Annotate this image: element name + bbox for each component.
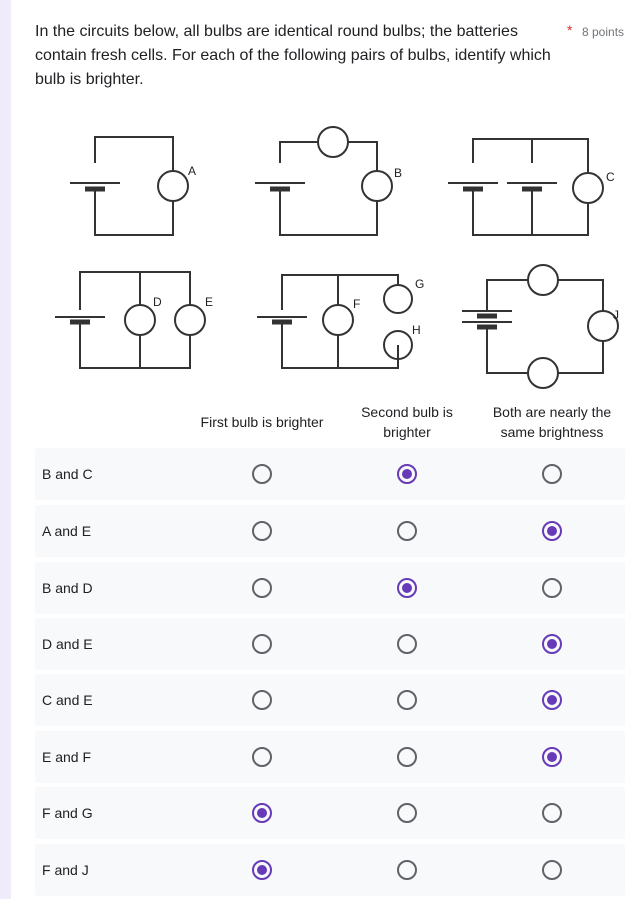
grid-row: B and D — [35, 562, 625, 614]
required-marker: * — [567, 22, 573, 38]
radio-second[interactable] — [397, 578, 417, 598]
radio-second[interactable] — [397, 634, 417, 654]
bulb-label-c: C — [606, 170, 615, 184]
circuit-j — [462, 264, 619, 389]
grid-row: A and E — [35, 505, 625, 557]
bulb-d — [124, 304, 156, 336]
bulb-g — [383, 284, 413, 314]
column-header-same: Both are nearly the same brightness — [492, 404, 612, 440]
row-label: D and E — [42, 636, 93, 652]
grid-row: B and C — [35, 448, 625, 500]
bulb-label-h: H — [412, 323, 421, 337]
row-label: F and G — [42, 805, 93, 821]
radio-same[interactable] — [542, 803, 562, 823]
grid-row: F and G — [35, 787, 625, 839]
radio-first[interactable] — [252, 464, 272, 484]
bulb-label-d: D — [153, 295, 162, 309]
radio-first[interactable] — [252, 521, 272, 541]
bulb-b — [361, 170, 393, 202]
row-label: E and F — [42, 749, 92, 765]
bulb-c — [572, 172, 604, 204]
radio-same[interactable] — [542, 747, 562, 767]
bulb-j-bottom — [527, 357, 559, 389]
radio-same[interactable] — [542, 464, 562, 484]
row-label: A and E — [42, 523, 92, 539]
radio-second[interactable] — [397, 803, 417, 823]
radio-second[interactable] — [397, 690, 417, 710]
radio-first[interactable] — [252, 690, 272, 710]
row-label: F and J — [42, 862, 89, 878]
row-label: B and C — [42, 466, 93, 482]
question-title: In the circuits below, all bulbs are ide… — [35, 23, 551, 88]
radio-first[interactable] — [252, 860, 272, 880]
bulb-j-top — [527, 264, 559, 296]
column-header-second: Second bulb is brighter — [361, 404, 453, 440]
circuit-a — [70, 136, 189, 236]
radio-same[interactable] — [542, 521, 562, 541]
bulb-j — [587, 310, 619, 342]
radio-second[interactable] — [397, 521, 417, 541]
radio-first[interactable] — [252, 578, 272, 598]
circuit-diagrams-image: A B C D E F G H J — [55, 126, 619, 389]
bulb-label-e: E — [205, 295, 213, 309]
radio-first[interactable] — [252, 634, 272, 654]
column-header-first: First bulb is brighter — [200, 414, 324, 430]
bulb-b-top — [317, 126, 349, 158]
grid-row: E and F — [35, 731, 625, 783]
bulb-f — [322, 304, 354, 336]
radio-same[interactable] — [542, 578, 562, 598]
radio-first[interactable] — [252, 747, 272, 767]
bulb-label-f: F — [353, 297, 360, 311]
radio-first[interactable] — [252, 803, 272, 823]
form-left-accent — [0, 0, 11, 899]
grid-row: C and E — [35, 674, 625, 726]
radio-same[interactable] — [542, 690, 562, 710]
circuit-c — [448, 138, 604, 236]
row-label: C and E — [42, 692, 93, 708]
grid-row: F and J — [35, 844, 625, 896]
bulb-label-g: G — [415, 277, 424, 291]
radio-second[interactable] — [397, 747, 417, 767]
grid-row: D and E — [35, 618, 625, 670]
circuit-de — [55, 271, 206, 369]
radio-same[interactable] — [542, 634, 562, 654]
circuit-b — [255, 126, 393, 236]
circuit-fgh — [257, 274, 413, 369]
radio-same[interactable] — [542, 860, 562, 880]
row-label: B and D — [42, 580, 93, 596]
radio-second[interactable] — [397, 860, 417, 880]
bulb-label-a: A — [188, 164, 196, 178]
bulb-h — [383, 330, 413, 360]
radio-second[interactable] — [397, 464, 417, 484]
bulb-label-j: J — [613, 308, 619, 322]
bulb-label-b: B — [394, 166, 402, 180]
bulb-e — [174, 304, 206, 336]
bulb-a — [157, 170, 189, 202]
points-label: 8 points — [582, 25, 625, 39]
